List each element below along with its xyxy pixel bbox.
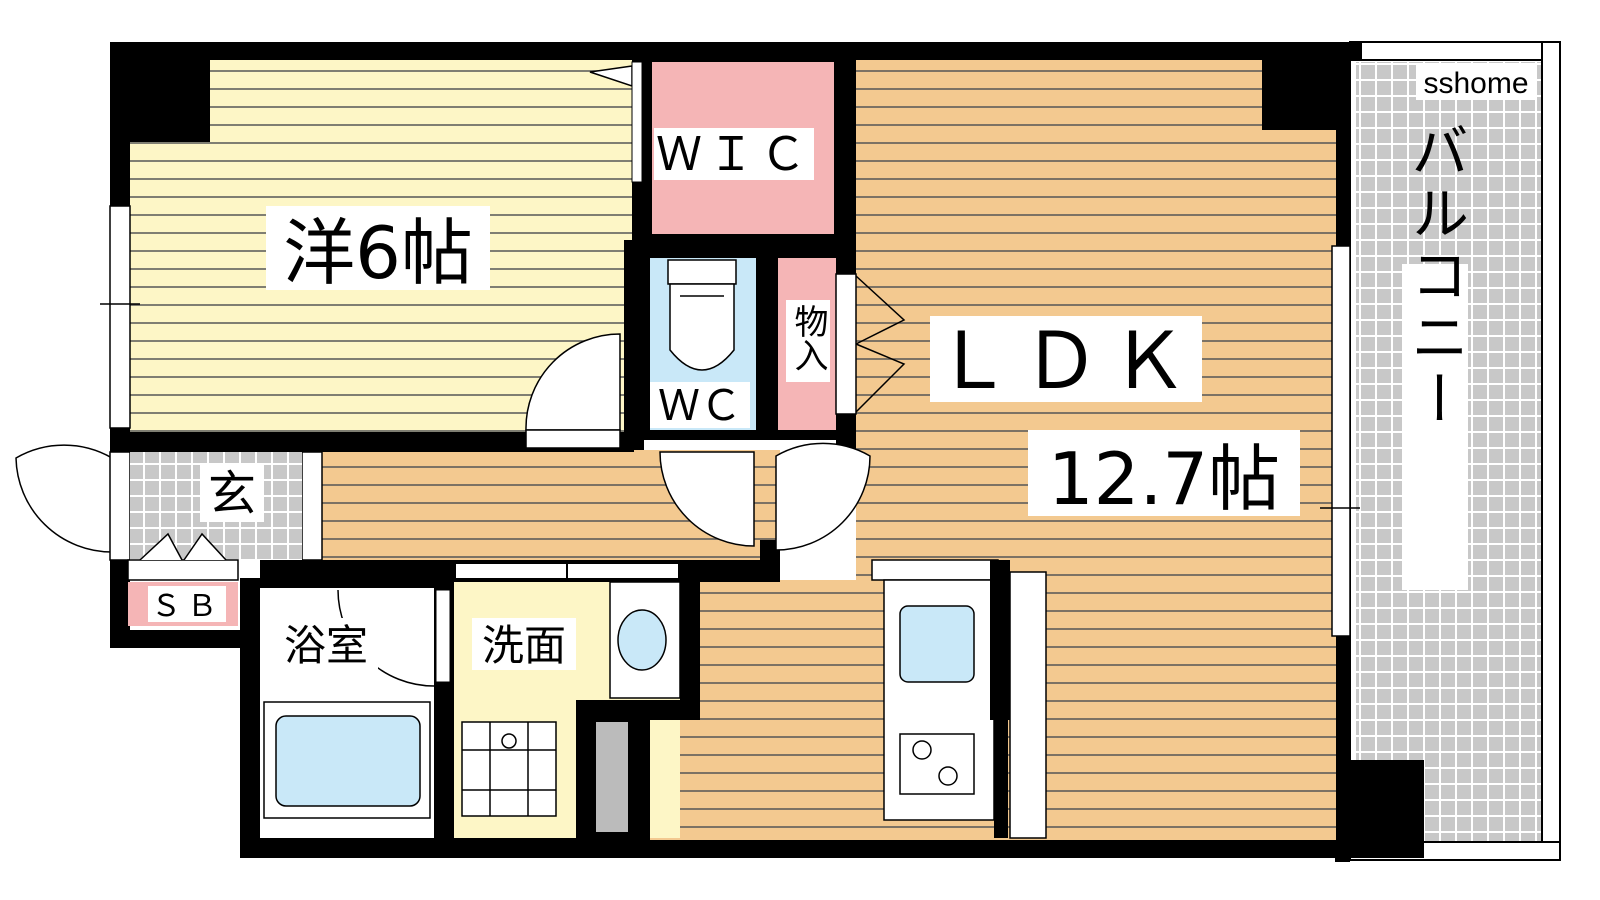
- ldk-label: ＬＤＫ: [934, 317, 1198, 407]
- washroom-label: 洗面: [482, 621, 566, 670]
- western-room-label: 洋6帖: [283, 211, 473, 295]
- wc-label: ＷＣ: [658, 381, 742, 430]
- shoe-box-label: ＳＢ: [151, 589, 223, 624]
- watermark: sshome: [1423, 67, 1528, 100]
- door-swings: [15, 333, 871, 561]
- wic-room: [631, 60, 856, 240]
- ldk-size-label: 12.7帖: [1048, 437, 1280, 521]
- balcony: [1349, 41, 1561, 861]
- storage-label: 物入: [788, 304, 828, 372]
- windows: [100, 205, 1360, 637]
- balcony-label: バルコニー: [1401, 121, 1469, 431]
- washroom: [454, 560, 700, 838]
- bath-label: 浴室: [284, 621, 368, 670]
- wic-label: ＷＩＣ: [656, 127, 812, 181]
- entrance-label: 玄: [208, 466, 256, 522]
- entrance: [127, 452, 302, 626]
- kitchen: [871, 559, 1047, 839]
